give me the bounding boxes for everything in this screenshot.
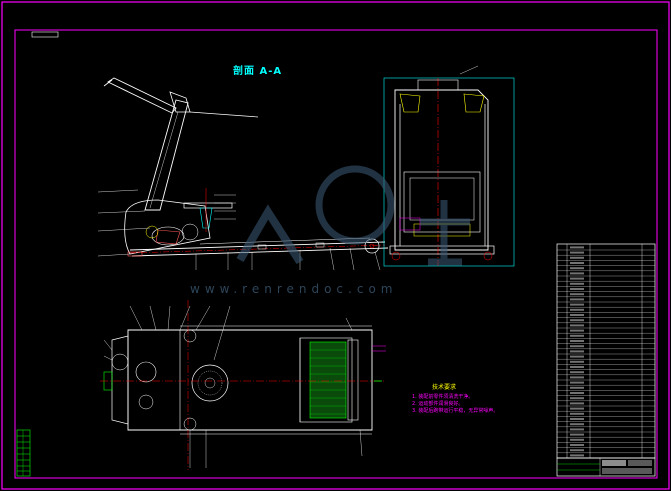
parts-list-cell-mark (570, 272, 584, 275)
section-title: 剖面 A-A (233, 66, 283, 77)
technical-note-3: 3. 装配后跑带运行平稳，无异常噪声。 (412, 408, 499, 414)
parts-list-cell-mark (570, 397, 584, 400)
parts-list-cell-mark (570, 303, 584, 306)
parts-list-cell-mark (570, 366, 584, 368)
parts-list-cell-mark (570, 262, 584, 264)
parts-list-cell-mark (570, 412, 584, 415)
parts-list-cell-mark (570, 449, 584, 452)
parts-list-cell-mark (570, 371, 584, 374)
revision-strip (16, 429, 31, 477)
parts-list-cell-mark (570, 251, 584, 254)
parts-list-cell-mark (570, 298, 584, 301)
parts-list-cell-mark (570, 433, 584, 436)
parts-list-cell-mark (570, 314, 584, 316)
parts-list-cell-mark (570, 386, 584, 389)
parts-list-cell-mark (570, 350, 584, 353)
parts-list-cell-mark (570, 345, 584, 348)
top-view (100, 300, 386, 470)
parts-list-cell-mark (570, 381, 584, 384)
front-view (383, 65, 515, 267)
parts-list-cell-mark (570, 267, 584, 270)
technical-notes-heading: 技术要求 (432, 384, 457, 391)
parts-list-cell-mark (570, 392, 584, 394)
drawing-frame (14, 29, 658, 479)
parts-list-cell-mark (570, 376, 584, 379)
parts-list-cell-mark (570, 355, 584, 358)
parts-list-cell-mark (570, 340, 584, 342)
parts-list-cell-mark (570, 423, 584, 426)
title-block (556, 457, 656, 477)
parts-list-cell-mark (570, 308, 584, 311)
frame-corner-tag (31, 31, 59, 38)
watermark-text: www.renrendoc.com (190, 282, 398, 296)
parts-list-cell-mark (570, 288, 584, 290)
parts-list-cell-mark (570, 428, 584, 431)
parts-list-cell-mark (570, 282, 584, 285)
parts-list-cell-mark (570, 319, 584, 322)
parts-list-cell-mark (570, 360, 584, 363)
parts-list-cell-mark (570, 438, 584, 441)
watermark-logo-icon (236, 165, 470, 266)
technical-notes: 技术要求 1. 装配前零件须清洗干净。 2. 运动部件润滑良好。 3. 装配后跑… (412, 384, 498, 415)
parts-list-cell-mark (570, 256, 584, 259)
technical-note-1: 1. 装配前零件须清洗干净。 (412, 394, 474, 400)
parts-list-cell-mark (570, 402, 584, 405)
parts-list-cell-mark (570, 334, 584, 337)
parts-list-cell-mark (570, 454, 584, 457)
parts-list-cell-mark (570, 246, 584, 249)
parts-list-cell-mark (570, 418, 584, 420)
technical-note-2: 2. 运动部件润滑良好。 (412, 401, 464, 407)
parts-list-cell-mark (570, 277, 584, 280)
parts-list-cell-mark (570, 444, 584, 446)
parts-list-cell-mark (570, 407, 584, 410)
parts-list-cell-mark (570, 293, 584, 296)
parts-list-table (556, 243, 656, 459)
parts-list-cell-mark (570, 329, 584, 332)
parts-list-cell-mark (570, 324, 584, 327)
